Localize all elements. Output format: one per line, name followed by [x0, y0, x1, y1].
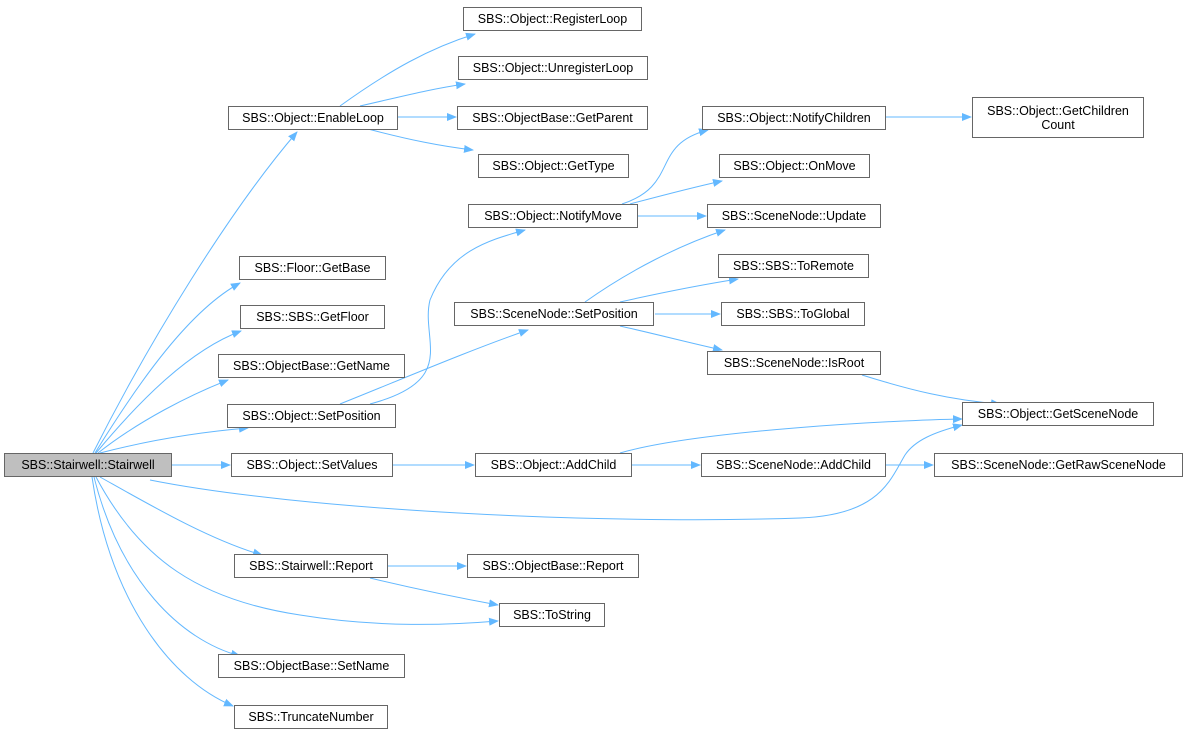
- edge-enableloop-unregisterloop: [359, 81, 466, 107]
- edge-addchild-getscenenode: [619, 415, 963, 454]
- edge-root-report: [99, 476, 263, 557]
- node-notify-children[interactable]: SBS::Object::NotifyChildren: [702, 106, 886, 130]
- node-enable-loop[interactable]: SBS::Object::EnableLoop: [228, 106, 398, 130]
- node-stairwell-report[interactable]: SBS::Stairwell::Report: [234, 554, 388, 578]
- edge-root-enableloop: [92, 131, 298, 454]
- edge-scenesetposition-toremote: [619, 276, 739, 303]
- edge-enableloop-gettype: [367, 128, 474, 153]
- edge-notifymove-onmove: [629, 179, 723, 205]
- node-get-type[interactable]: SBS::Object::GetType: [478, 154, 629, 178]
- node-scene-set-position[interactable]: SBS::SceneNode::SetPosition: [454, 302, 654, 326]
- node-register-loop[interactable]: SBS::Object::RegisterLoop: [463, 7, 642, 31]
- node-get-parent[interactable]: SBS::ObjectBase::GetParent: [457, 106, 648, 130]
- node-is-root[interactable]: SBS::SceneNode::IsRoot: [707, 351, 881, 375]
- edge-scenesetposition-isroot: [619, 325, 723, 352]
- node-scene-update[interactable]: SBS::SceneNode::Update: [707, 204, 881, 228]
- edge-setposition-notifymove: [369, 228, 526, 405]
- edge-notifymove-notifychildren: [621, 128, 709, 205]
- edge-root-getname: [97, 379, 229, 454]
- edge-scenesetposition-update: [584, 229, 726, 303]
- node-objectbase-report[interactable]: SBS::ObjectBase::Report: [467, 554, 639, 578]
- node-add-child[interactable]: SBS::Object::AddChild: [475, 453, 632, 477]
- node-to-string[interactable]: SBS::ToString: [499, 603, 605, 627]
- node-root-stairwell-constructor: SBS::Stairwell::Stairwell: [4, 453, 172, 477]
- node-get-name[interactable]: SBS::ObjectBase::GetName: [218, 354, 405, 378]
- node-set-values[interactable]: SBS::Object::SetValues: [231, 453, 393, 477]
- edge-root-getbase: [94, 282, 241, 454]
- node-set-name[interactable]: SBS::ObjectBase::SetName: [218, 654, 405, 678]
- node-scene-add-child[interactable]: SBS::SceneNode::AddChild: [701, 453, 886, 477]
- node-on-move[interactable]: SBS::Object::OnMove: [719, 154, 870, 178]
- node-get-children-count[interactable]: SBS::Object::GetChildren Count: [972, 97, 1144, 138]
- node-floor-get-base[interactable]: SBS::Floor::GetBase: [239, 256, 386, 280]
- edge-isroot-getscenenode: [861, 374, 1001, 408]
- edge-enableloop-registerloop: [339, 32, 476, 107]
- edge-root-tostring: [95, 476, 499, 626]
- node-sbs-get-floor[interactable]: SBS::SBS::GetFloor: [240, 305, 385, 329]
- edge-setposition-scenesetposition: [339, 329, 529, 405]
- edge-root-getscenenode: [149, 423, 963, 521]
- node-to-global[interactable]: SBS::SBS::ToGlobal: [721, 302, 865, 326]
- edge-root-truncate: [91, 476, 234, 707]
- edge-root-getfloor: [95, 330, 242, 454]
- node-notify-move[interactable]: SBS::Object::NotifyMove: [468, 204, 638, 228]
- edge-root-setname: [93, 476, 241, 658]
- node-to-remote[interactable]: SBS::SBS::ToRemote: [718, 254, 869, 278]
- node-unregister-loop[interactable]: SBS::Object::UnregisterLoop: [458, 56, 648, 80]
- node-get-raw-scene-node[interactable]: SBS::SceneNode::GetRawSceneNode: [934, 453, 1183, 477]
- edge-report-tostring: [369, 577, 499, 608]
- node-truncate-number[interactable]: SBS::TruncateNumber: [234, 705, 388, 729]
- node-get-scene-node[interactable]: SBS::Object::GetSceneNode: [962, 402, 1154, 426]
- node-object-set-position[interactable]: SBS::Object::SetPosition: [227, 404, 396, 428]
- edge-root-setposition: [99, 424, 249, 454]
